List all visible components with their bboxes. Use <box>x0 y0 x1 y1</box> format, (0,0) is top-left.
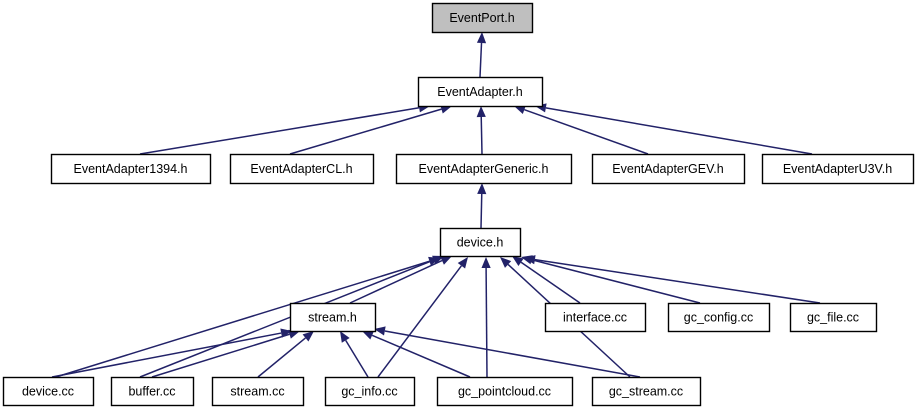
edge-line <box>55 260 430 378</box>
edge-line <box>289 108 442 155</box>
edge-line <box>377 265 462 378</box>
dependency-edge <box>51 328 292 378</box>
node-box[interactable] <box>761 153 915 185</box>
graph-node-gc-file-cc[interactable]: gc_file.cc <box>789 302 878 333</box>
node-box[interactable] <box>50 153 212 185</box>
node-box[interactable] <box>324 376 416 407</box>
node-box[interactable] <box>431 2 534 34</box>
dependency-edge <box>512 256 581 304</box>
edge-arrowhead <box>477 183 487 195</box>
edge-line <box>545 107 813 155</box>
edge-arrowhead <box>457 257 468 269</box>
edge-arrowhead <box>340 331 350 343</box>
edge-line <box>139 107 420 155</box>
edge-line <box>257 337 306 378</box>
edge-line <box>534 258 821 304</box>
graph-node-stream-h[interactable]: stream.h <box>289 302 377 333</box>
dependency-edge <box>521 255 701 304</box>
graph-node-EventAdapterCL-h[interactable]: EventAdapterCL.h <box>229 153 375 185</box>
node-box[interactable] <box>289 302 377 333</box>
dependency-edge <box>139 103 430 155</box>
dependency-edge <box>257 331 314 378</box>
graph-node-interface-cc[interactable]: interface.cc <box>544 302 647 333</box>
graph-node-gc-stream-cc[interactable]: gc_stream.cc <box>591 376 702 407</box>
edge-arrowhead <box>524 255 536 265</box>
node-box[interactable] <box>436 376 574 407</box>
node-box[interactable] <box>439 227 522 258</box>
edge-line <box>485 267 488 378</box>
node-box[interactable] <box>667 302 771 333</box>
dependency-edge <box>374 326 641 378</box>
dependency-edge <box>340 331 369 378</box>
edge-line <box>349 259 443 304</box>
edge-arrowhead <box>476 106 486 118</box>
node-box[interactable] <box>211 376 305 407</box>
graph-node-EventAdapterGeneric-h[interactable]: EventAdapterGeneric.h <box>395 153 573 185</box>
edge-line <box>531 259 701 304</box>
edge-arrowhead <box>512 256 524 267</box>
edge-line <box>524 109 649 155</box>
edge-arrowhead <box>374 326 386 336</box>
node-box[interactable] <box>417 76 544 108</box>
graph-node-gc-pointcloud-cc[interactable]: gc_pointcloud.cc <box>436 376 574 407</box>
dependency-edge <box>524 255 821 304</box>
dependency-edge <box>477 183 487 229</box>
dependency-edge <box>377 257 468 378</box>
edge-arrowhead <box>476 32 487 44</box>
node-box[interactable] <box>395 153 573 185</box>
dependency-edge <box>349 256 452 304</box>
graph-node-buffer-cc[interactable]: buffer.cc <box>110 376 195 407</box>
graph-node-EventPort-h[interactable]: EventPort.h <box>431 2 534 34</box>
edge-line <box>479 42 483 78</box>
graph-node-device-h[interactable]: device.h <box>439 227 522 258</box>
graph-node-EventAdapter-h[interactable]: EventAdapter.h <box>417 76 544 108</box>
dependency-edge <box>514 105 649 155</box>
node-box[interactable] <box>110 376 195 407</box>
edge-arrowhead <box>481 257 491 269</box>
edge-line <box>520 261 581 304</box>
graph-node-EventAdapterU3V-h[interactable]: EventAdapterU3V.h <box>761 153 915 185</box>
dependency-edge <box>55 256 440 378</box>
node-box[interactable] <box>789 302 878 333</box>
edge-line <box>151 333 290 378</box>
edge-arrowhead <box>432 255 444 265</box>
edge-line <box>51 332 282 378</box>
dependency-edge <box>476 106 486 155</box>
edge-arrowhead <box>514 105 526 115</box>
graph-node-device-cc[interactable]: device.cc <box>2 376 95 407</box>
graph-node-stream-cc[interactable]: stream.cc <box>211 376 305 407</box>
edge-line <box>480 116 483 155</box>
dependency-edge <box>476 32 487 78</box>
edge-line <box>139 259 435 378</box>
node-box[interactable] <box>229 153 375 185</box>
edge-arrowhead <box>362 331 374 340</box>
node-box[interactable] <box>2 376 95 407</box>
edge-line <box>384 330 641 378</box>
edge-arrowhead <box>500 257 512 268</box>
node-box[interactable] <box>591 153 746 185</box>
graph-node-gc-config-cc[interactable]: gc_config.cc <box>667 302 771 333</box>
node-box[interactable] <box>591 376 702 407</box>
dependency-edge <box>481 257 491 378</box>
edge-arrowhead <box>440 256 452 265</box>
edge-arrowhead <box>302 331 314 342</box>
edge-line <box>345 340 369 378</box>
dependency-edge <box>289 104 452 155</box>
dependency-edge <box>362 331 471 378</box>
edge-line <box>371 334 471 378</box>
graph-node-EventAdapterGEV-h[interactable]: EventAdapterGEV.h <box>591 153 746 185</box>
dependency-edge <box>139 255 444 378</box>
node-box[interactable] <box>544 302 647 333</box>
edge-line <box>480 193 483 229</box>
graph-node-EventAdapter1394-h[interactable]: EventAdapter1394.h <box>50 153 212 185</box>
graph-node-gc-info-cc[interactable]: gc_info.cc <box>324 376 416 407</box>
